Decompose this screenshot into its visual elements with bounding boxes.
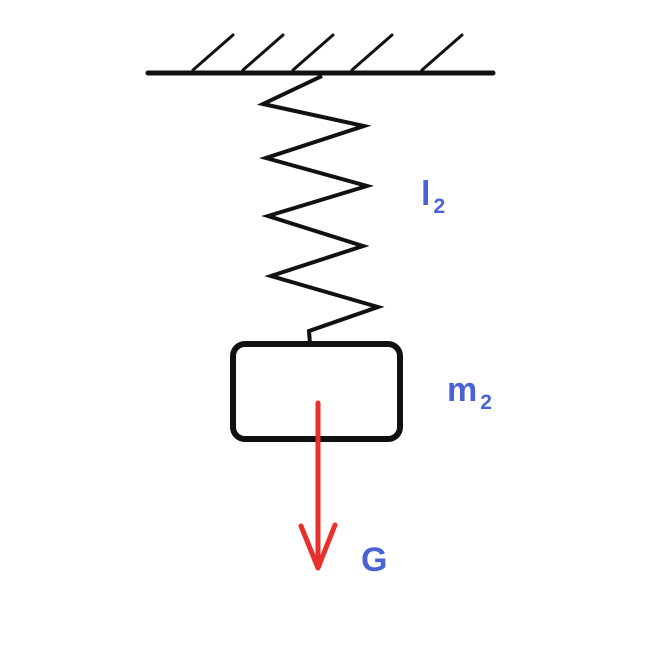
mass-label-main: m xyxy=(447,371,478,409)
spring-length-label-sub: 2 xyxy=(433,195,446,218)
gravity-arrow xyxy=(298,400,338,571)
hatch-mark xyxy=(420,33,464,72)
spring-length-label-main: l xyxy=(421,175,431,213)
hatch-mark xyxy=(241,33,285,72)
hatch-mark xyxy=(350,33,394,72)
gravity-arrow-head xyxy=(298,522,338,571)
mass-label-sub: 2 xyxy=(480,391,492,414)
hatch-mark xyxy=(291,33,335,72)
gravity-force-label: G xyxy=(361,541,388,579)
ceiling-hatching xyxy=(191,33,464,72)
spring xyxy=(256,74,385,345)
hatch-mark xyxy=(191,33,235,72)
